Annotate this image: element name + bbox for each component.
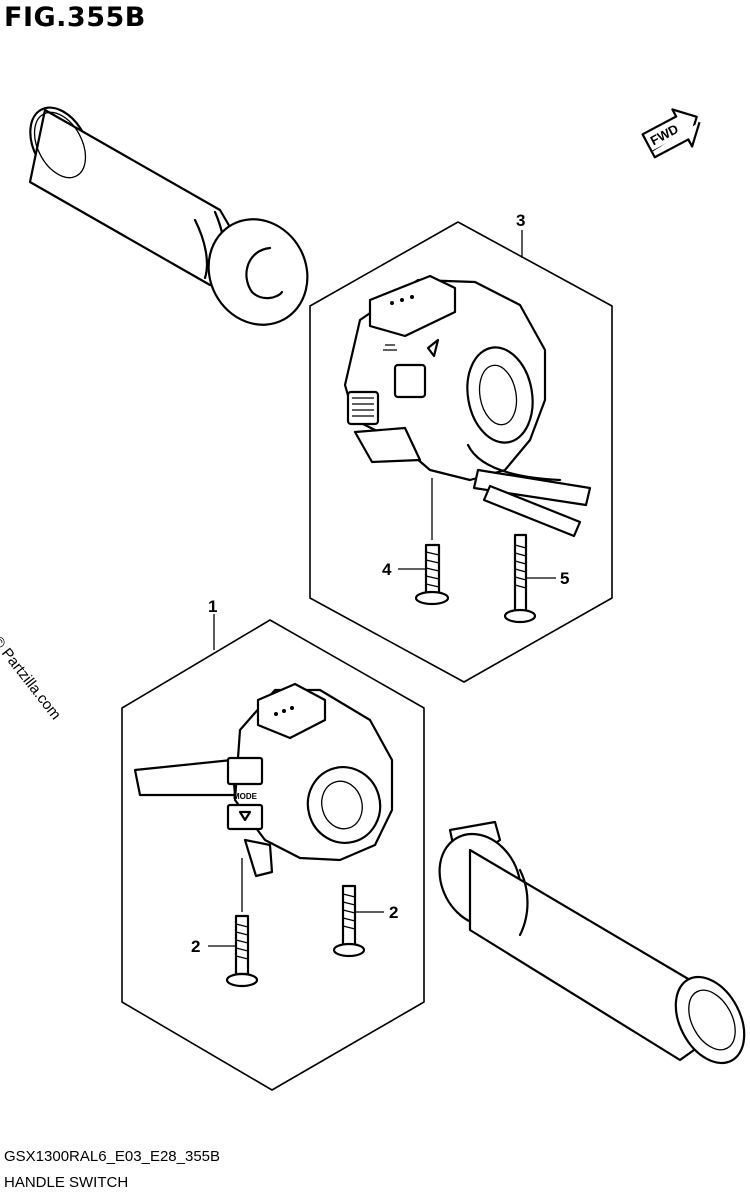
screw-part-4 <box>414 543 450 606</box>
figure-title: FIG.355B <box>4 2 146 33</box>
left-handle-switch: MODE <box>133 682 394 878</box>
callout-3: 3 <box>516 211 525 230</box>
callout-5: 5 <box>560 569 569 588</box>
right-switch-frame <box>309 221 613 683</box>
right-handle-switch <box>343 274 592 538</box>
callout-2-left: 2 <box>191 937 200 956</box>
screw-part-2-right <box>332 884 366 958</box>
callout-4: 4 <box>382 560 392 579</box>
figure-caption: HANDLE SWITCH <box>4 1174 129 1191</box>
mode-label: MODE <box>233 792 258 801</box>
fwd-direction-badge: FWD <box>641 108 701 159</box>
callout-2-right: 2 <box>389 903 398 922</box>
lower-grip <box>438 820 746 1065</box>
screw-part-2-left <box>225 914 259 988</box>
upper-grip <box>28 106 309 326</box>
callout-1: 1 <box>208 597 217 616</box>
screw-part-5 <box>503 533 537 624</box>
left-switch-frame <box>121 619 425 1091</box>
figure-code: GSX1300RAL6_E03_E28_355B <box>4 1148 221 1165</box>
